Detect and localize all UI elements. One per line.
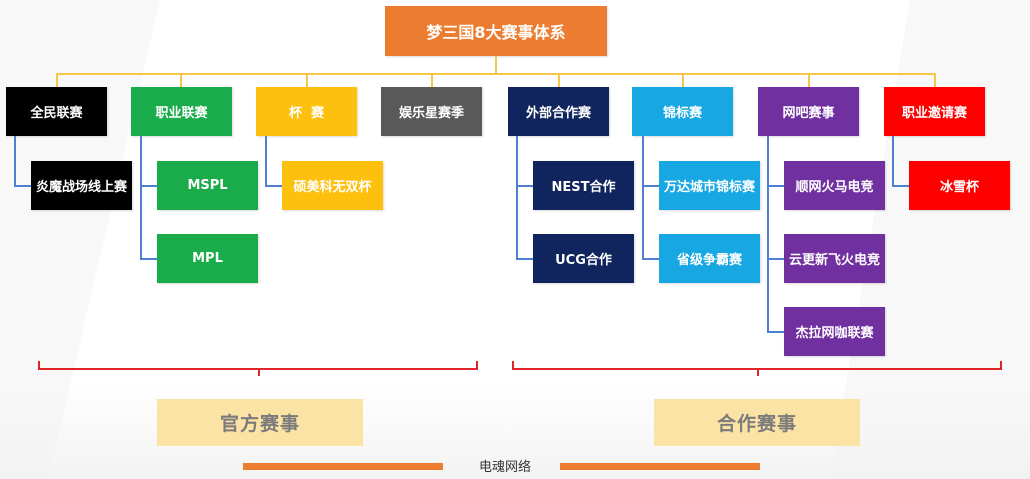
sub-connector: [140, 258, 157, 260]
sub-connector: [892, 185, 909, 187]
event-wanda: 万达城市锦标赛: [659, 161, 760, 210]
category-connector-drop: [306, 73, 308, 87]
footer-bar-right: [560, 463, 760, 470]
sub-connector: [516, 136, 518, 259]
event-shunwang: 顺网火马电竞: [784, 161, 885, 210]
category-zhiye: 职业联赛: [131, 87, 232, 136]
category-connector-drop: [682, 73, 684, 87]
event-mpl: MPL: [157, 234, 258, 283]
category-connector-drop: [180, 73, 182, 87]
sub-connector: [140, 185, 157, 187]
event-shengji: 省级争霸赛: [659, 234, 760, 283]
sub-connector: [767, 258, 784, 260]
official-bracket-end: [38, 361, 40, 370]
event-mspl: MSPL: [157, 161, 258, 210]
diagram-title: 梦三国8大赛事体系: [385, 6, 607, 56]
category-jinbiao: 锦标赛: [632, 87, 733, 136]
category-connector-drop: [431, 73, 433, 87]
category-yule: 娱乐星赛季: [381, 87, 482, 136]
sub-connector: [767, 185, 784, 187]
partner-bracket-end: [1000, 361, 1002, 370]
event-yanmo: 炎魔战场线上赛: [31, 161, 132, 210]
category-connector-drop: [934, 73, 936, 87]
title-connector: [495, 56, 497, 74]
official-bracket-tick: [258, 368, 260, 376]
watermark-text: 电魂网络: [478, 459, 531, 475]
sub-connector: [767, 331, 784, 333]
event-bingxue: 冰雪杯: [909, 161, 1010, 210]
category-yaoqing: 职业邀请赛: [884, 87, 985, 136]
group-label-official: 官方赛事: [157, 399, 363, 446]
group-label-partner: 合作赛事: [654, 399, 860, 446]
category-connector-drop: [56, 73, 58, 87]
official-bracket-end: [476, 361, 478, 370]
category-connector-bar: [56, 73, 936, 75]
event-jiela: 杰拉网咖联赛: [784, 307, 885, 356]
sub-connector: [642, 136, 644, 259]
sub-connector: [140, 136, 142, 259]
sub-connector: [767, 136, 769, 332]
category-connector-drop: [558, 73, 560, 87]
sub-connector: [892, 136, 894, 186]
event-shuomeike: 硕美科无双杯: [282, 161, 383, 210]
category-quanmin: 全民联赛: [6, 87, 107, 136]
sub-connector: [516, 185, 533, 187]
sub-connector: [14, 136, 16, 186]
category-wangba: 网吧赛事: [758, 87, 859, 136]
sub-connector: [14, 185, 31, 187]
category-waibu: 外部合作赛: [508, 87, 609, 136]
event-ucg: UCG合作: [533, 234, 634, 283]
event-nest: NEST合作: [533, 161, 634, 210]
category-beisai: 杯 赛: [256, 87, 357, 136]
event-yungengxin: 云更新飞火电竞: [784, 234, 885, 283]
sub-connector: [265, 185, 282, 187]
sub-connector: [642, 258, 659, 260]
partner-bracket-tick: [757, 368, 759, 376]
background-shape-left: [0, 0, 160, 479]
footer-bar-left: [243, 463, 443, 470]
category-connector-drop: [808, 73, 810, 87]
sub-connector: [265, 136, 267, 186]
sub-connector: [642, 185, 659, 187]
sub-connector: [516, 258, 533, 260]
partner-bracket-end: [512, 361, 514, 370]
